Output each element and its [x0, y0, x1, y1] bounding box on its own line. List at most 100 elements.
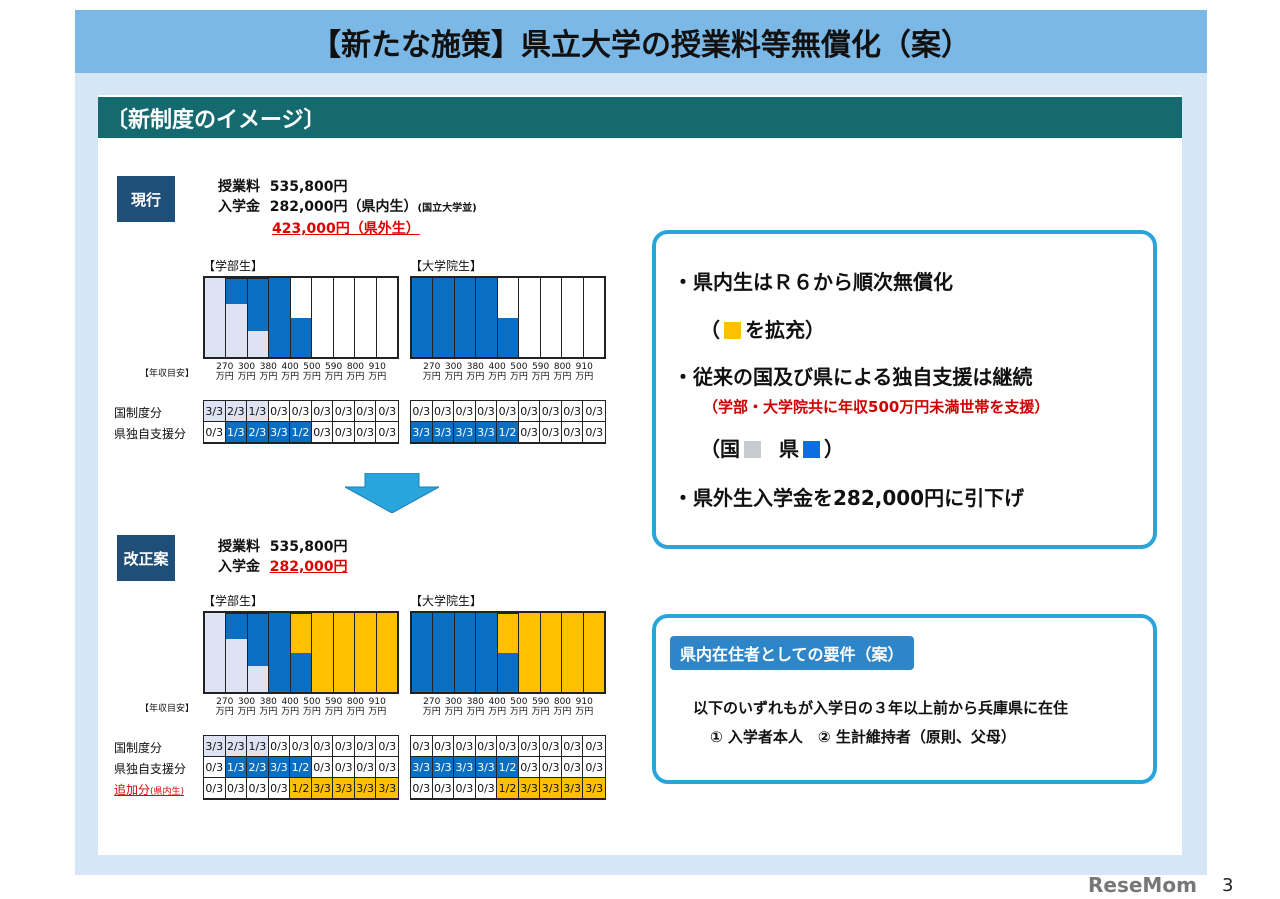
table-cell-pref: 0/3: [204, 757, 226, 778]
tick-value: 400: [281, 697, 299, 707]
table-cell-national: 0/3: [454, 401, 476, 422]
bar-segment-national: [205, 278, 226, 357]
tick-unit: 万円: [215, 372, 234, 382]
tick-unit: 万円: [215, 707, 234, 717]
table-cell-pref: 0/3: [311, 422, 334, 443]
row-label-national: 国制度分: [114, 406, 163, 420]
tick-unit: 万円: [488, 707, 507, 717]
bar-segment-added: [519, 613, 540, 692]
table-cell-pref: 3/3: [411, 422, 433, 443]
bar-segment-national: [247, 665, 269, 692]
table-cell-pref: 0/3: [518, 757, 541, 778]
tick-value: 590: [532, 362, 550, 372]
tick-value: 270: [216, 697, 234, 707]
tick-value: 270: [423, 362, 441, 372]
bar-segment-pref: [226, 278, 247, 305]
table-cell-added: 0/3: [432, 778, 455, 799]
table-cell-national: 0/3: [475, 736, 498, 757]
bar-segment-added: [497, 613, 519, 653]
bar-segment-pref: [497, 652, 519, 692]
table-cell-pref: 0/3: [561, 757, 584, 778]
table-cell-added: 3/3: [518, 778, 541, 799]
bar-segment-added: [355, 613, 376, 692]
point-2-sub: （国県）: [700, 433, 844, 462]
table-cell-pref: 3/3: [454, 422, 476, 443]
tick-value: 500: [510, 362, 528, 372]
row-label-pref: 県独自支援分: [114, 427, 187, 441]
bar-column: [269, 278, 291, 357]
tick-unit: 万円: [281, 707, 300, 717]
bar-column: [454, 613, 477, 692]
tick-value: 380: [259, 697, 277, 707]
table-cell-national: 3/3: [204, 401, 226, 422]
table-cell-national: 0/3: [454, 736, 476, 757]
bar-column: [519, 613, 541, 692]
table-cell-national: 0/3: [290, 401, 312, 422]
row-label-added: 追加分(県内生): [114, 781, 184, 798]
table-cell-national: 0/3: [354, 736, 377, 757]
table-cell-pref: 1/2: [497, 422, 519, 443]
bar-segment-added: [562, 613, 583, 692]
bar-column: [355, 613, 377, 692]
entry-label: 入学金: [218, 199, 260, 215]
bar-segment-pref: [269, 278, 290, 357]
table-cell-national: 0/3: [583, 736, 605, 757]
bar-column: [269, 613, 291, 692]
proposal-tag: 改正案: [117, 535, 175, 581]
tuition-value: 535,800円: [269, 179, 348, 195]
table-cell-national: 3/3: [204, 736, 226, 757]
bar-column: [312, 278, 334, 357]
section-header: 〔新制度のイメージ〕: [98, 97, 1182, 138]
tick-value: 910: [368, 697, 386, 707]
table-cell-added: 0/3: [225, 778, 248, 799]
table-cell-pref: 0/3: [583, 422, 605, 443]
tick-unit: 万円: [488, 372, 507, 382]
table-cell-national: 0/3: [376, 401, 398, 422]
table-cell-pref: 0/3: [311, 757, 334, 778]
bar-segment-pref: [412, 613, 433, 692]
tick-value: 800: [553, 362, 572, 372]
tick-value: 400: [488, 362, 506, 372]
bar-segment-pref: [290, 317, 312, 357]
table-cell-national: 1/3: [247, 401, 269, 422]
tick-value: 500: [510, 697, 528, 707]
gray-square-icon: [744, 441, 761, 458]
table-cell-pref: 0/3: [354, 422, 377, 443]
bar-segment-pref: [269, 613, 290, 692]
tick-value: 270: [423, 697, 441, 707]
table-cell-pref: 0/3: [540, 422, 562, 443]
table-cell-national: 0/3: [518, 401, 541, 422]
tick-unit: 万円: [422, 707, 441, 717]
entry-out-value: 423,000円（県外生）: [272, 221, 420, 237]
tick-unit: 万円: [466, 372, 485, 382]
watermark-logo: ReseMom: [1088, 873, 1197, 897]
entry-in-value: 282,000円（県内生）: [269, 199, 418, 215]
tick-value: 590: [532, 697, 550, 707]
requirements-line-1: 以下のいずれもが入学日の３年以上前から兵庫県に在住: [693, 699, 1069, 717]
tick-value: 300: [444, 697, 463, 707]
tick-value: 300: [237, 697, 256, 707]
bar-segment-added: [376, 613, 397, 692]
yellow-square-icon: [724, 322, 741, 339]
table-cell-national: 0/3: [540, 401, 562, 422]
bar-column: [541, 278, 563, 357]
table-cell-national: 0/3: [268, 401, 291, 422]
tuition-value: 535,800円: [269, 539, 348, 555]
bar-segment-national: [226, 304, 247, 357]
tick-unit: 万円: [346, 372, 365, 382]
table-cell-pref: 0/3: [204, 422, 226, 443]
tick-unit: 万円: [444, 372, 463, 382]
paren: ）: [824, 437, 844, 461]
bar-column: [333, 613, 356, 692]
table-cell-added: 3/3: [376, 778, 398, 799]
